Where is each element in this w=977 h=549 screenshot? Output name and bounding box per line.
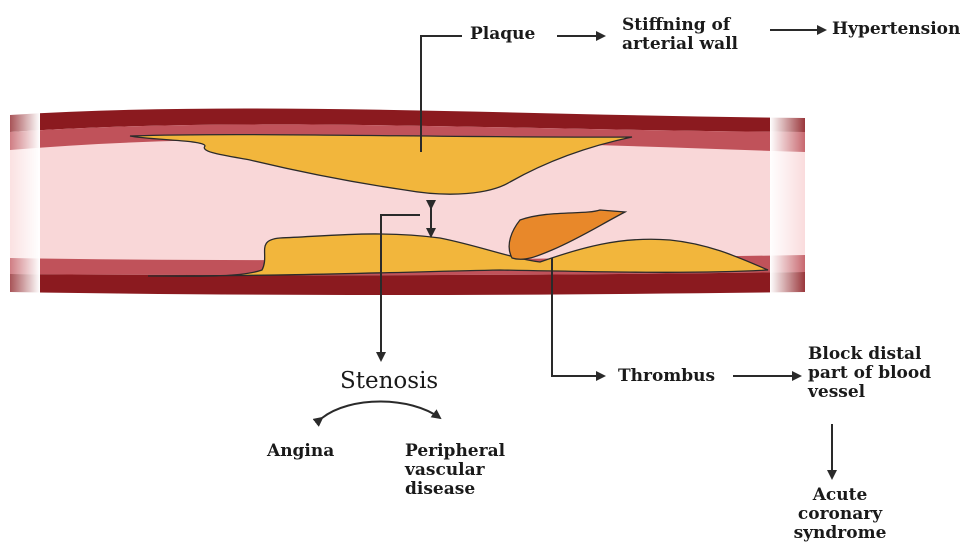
label-stenosis: Stenosis (340, 368, 438, 394)
label-acute-coronary-syndrome: Acute coronary syndrome (790, 486, 890, 543)
label-plaque: Plaque (470, 25, 535, 44)
label-peripheral-vascular-disease: Peripheral vascular disease (405, 442, 505, 499)
curved-arrow-stenosis-split (322, 402, 440, 419)
lower-wall-outer (10, 272, 805, 295)
label-block-distal: Block distal part of blood vessel (808, 345, 931, 402)
label-hypertension: Hypertension (832, 20, 960, 39)
label-angina: Angina (267, 442, 334, 461)
label-stiffening: Stiffning of arterial wall (622, 16, 738, 54)
label-thrombus: Thrombus (618, 367, 715, 386)
